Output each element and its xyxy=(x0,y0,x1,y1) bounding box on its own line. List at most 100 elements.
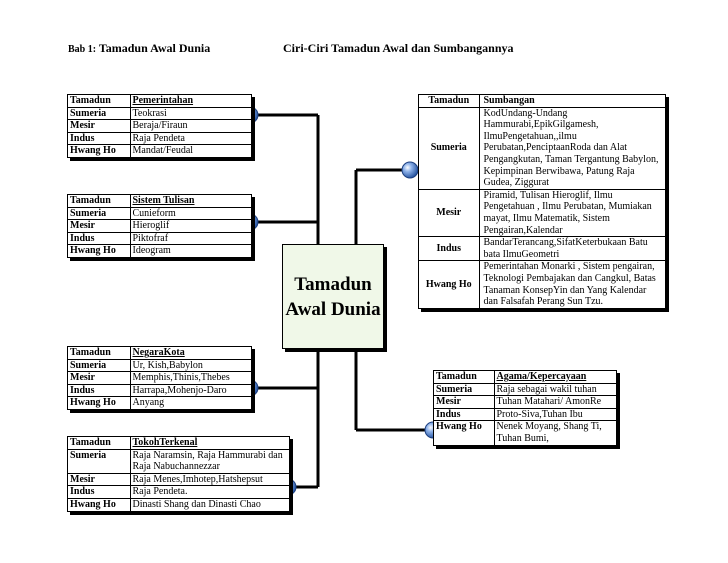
row-label: Mesir xyxy=(68,472,131,486)
column-header: Agama/Kepercayaan xyxy=(496,371,587,382)
row-value: Mandat/Feudal xyxy=(130,144,251,157)
row-label: Sumeria xyxy=(419,106,480,190)
row-label: Sumeria xyxy=(68,358,131,372)
row-label: Sumeria xyxy=(434,382,495,396)
row-value: Proto-Siva,Tuhan Ibu xyxy=(494,407,616,421)
row-label: Hwang Ho xyxy=(419,260,480,308)
row-value: Piramid, Tulisan Hieroglif, Ilmu Pengeta… xyxy=(479,188,665,237)
column-header: Tamadun xyxy=(434,371,495,384)
row-label: Sumeria xyxy=(68,106,131,120)
row-label: Mesir xyxy=(68,219,131,233)
column-header: NegaraKota xyxy=(132,347,185,358)
table-header-row: Tamadun Pemerintahan xyxy=(68,95,251,108)
column-header: TokohTerkenal xyxy=(132,437,198,448)
column-header: Sumbangan xyxy=(483,95,535,106)
row-value: Pemerintahan Monarki , Sistem pengairan,… xyxy=(479,260,665,308)
row-value: BandarTerancang,SifatKeterbukaan Batu ba… xyxy=(479,236,665,261)
row-label: Indus xyxy=(419,236,480,261)
central-topic-line2: Awal Dunia xyxy=(285,298,381,320)
central-topic-line1: Tamadun xyxy=(294,273,372,295)
table-header-row: Tamadun NegaraKota xyxy=(68,347,251,360)
row-value: Dinasti Shang dan Dinasti Chao xyxy=(130,497,289,511)
row-value: Ideogram xyxy=(130,244,251,257)
column-header: Tamadun xyxy=(68,437,131,450)
row-label: Indus xyxy=(68,231,131,245)
row-value: Raja Pendeta. xyxy=(130,485,289,499)
row-value: Beraja/Firaun xyxy=(130,119,251,133)
row-value: Piktofraf xyxy=(130,231,251,245)
row-value: Teokrasi xyxy=(130,106,251,120)
row-label: Hwang Ho xyxy=(68,144,131,157)
column-header: Tamadun xyxy=(68,347,131,360)
row-label: Mesir xyxy=(68,119,131,133)
row-value: Memphis,Thinis,Thebes xyxy=(130,371,251,385)
column-header: Tamadun xyxy=(68,195,131,208)
row-label: Indus xyxy=(434,407,495,421)
row-label: Hwang Ho xyxy=(68,244,131,257)
row-label: Mesir xyxy=(419,188,480,237)
column-header: Sistem Tulisan xyxy=(132,195,195,206)
row-label: Mesir xyxy=(434,395,495,409)
chapter-header: Bab 1: Tamadun Awal Dunia xyxy=(68,41,210,56)
row-value: Harrapa,Mohenjo-Daro xyxy=(130,383,251,397)
table-header-row: Tamadun Sumbangan xyxy=(419,95,665,108)
column-header: Tamadun xyxy=(68,95,131,108)
row-value: Tuhan Matahari/ AmonRe xyxy=(494,395,616,409)
row-value: Raja Pendeta xyxy=(130,131,251,145)
row-value: Raja Menes,Imhotep,Hatshepsut xyxy=(130,472,289,486)
row-label: Hwang Ho xyxy=(68,497,131,511)
row-value: Cunieform xyxy=(130,206,251,220)
chapter-title: Tamadun Awal Dunia xyxy=(98,41,211,55)
column-header: Pemerintahan xyxy=(132,95,194,106)
row-label: Sumeria xyxy=(68,448,131,474)
table-header-row: Tamadun Sistem Tulisan xyxy=(68,195,251,208)
row-label: Indus xyxy=(68,485,131,499)
table-header-row: Tamadun Agama/Kepercayaan xyxy=(434,371,616,384)
row-value: Raja sebagai wakil tuhan xyxy=(494,382,616,396)
row-label: Hwang Ho xyxy=(434,420,495,445)
row-value: Anyang xyxy=(130,396,251,409)
row-label: Hwang Ho xyxy=(68,396,131,409)
page-title: Ciri-Ciri Tamadun Awal dan Sumbangannya xyxy=(283,41,514,55)
chapter-number: Bab 1: xyxy=(68,44,97,55)
node-sumbangan xyxy=(401,161,419,179)
row-value: Nenek Moyang, Shang Ti, Tuhan Bumi, xyxy=(494,420,616,445)
central-topic: Tamadun Awal Dunia xyxy=(282,244,384,349)
row-value: Hieroglif xyxy=(130,219,251,233)
row-value: KodUndang-Undang Hammurabi,EpikGilgamesh… xyxy=(479,106,665,190)
row-value: Raja Naramsin, Raja Hammurabi dan Raja N… xyxy=(130,448,289,474)
row-label: Indus xyxy=(68,131,131,145)
row-label: Sumeria xyxy=(68,206,131,220)
table-header-row: Tamadun TokohTerkenal xyxy=(68,437,289,450)
row-label: Mesir xyxy=(68,371,131,385)
column-header: Tamadun xyxy=(419,95,480,108)
